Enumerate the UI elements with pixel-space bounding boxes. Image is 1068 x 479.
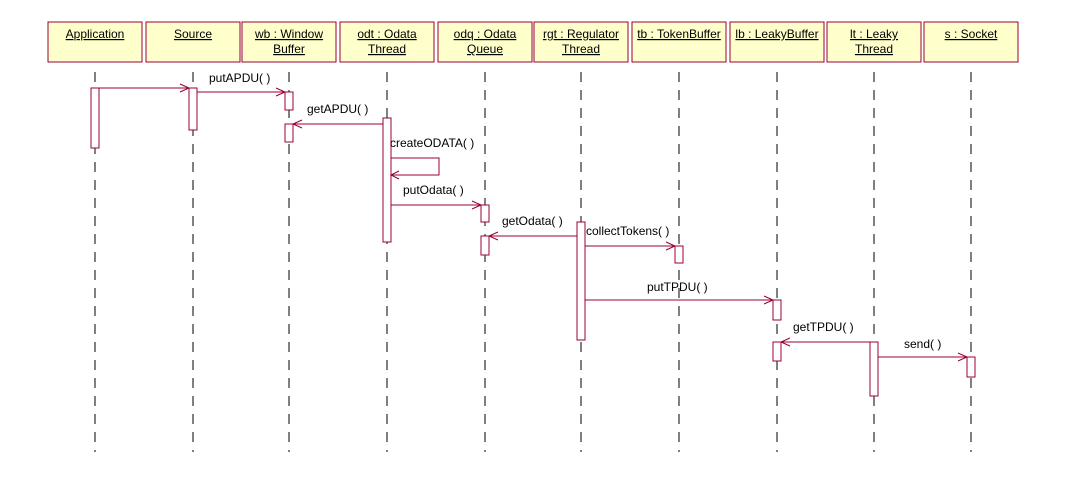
object-label: lt : Leaky <box>850 27 898 41</box>
arrow-head <box>275 87 287 97</box>
message-label: putTPDU( ) <box>647 280 708 294</box>
object-label: Application <box>66 27 125 41</box>
arrow-head <box>665 241 677 251</box>
object-label: tb : TokenBuffer <box>637 27 721 41</box>
object-label: wb : Window <box>254 27 323 41</box>
object-box <box>533 21 629 63</box>
message-label: createODATA( ) <box>390 136 474 150</box>
activation-bar <box>480 204 490 223</box>
activation-bar <box>576 221 586 341</box>
arrow-head <box>779 337 791 347</box>
object-label: Thread <box>368 42 406 56</box>
message-label: putOdata( ) <box>403 183 464 197</box>
message-label: getTPDU( ) <box>793 320 854 334</box>
arrow-head <box>487 231 499 241</box>
message-5: getOdata( ) <box>487 214 577 241</box>
arrow-head <box>471 200 483 210</box>
object-box <box>339 21 435 63</box>
object-label: lb : LeakyBuffer <box>735 27 818 41</box>
arrow-head <box>763 295 775 305</box>
object-box <box>729 21 825 63</box>
activation-bar <box>966 356 976 378</box>
activation-bar <box>772 341 782 362</box>
object-label: Thread <box>562 42 600 56</box>
arrow-head <box>957 352 969 362</box>
activation-bar <box>284 91 294 111</box>
object-box <box>631 21 727 63</box>
message-2: getAPDU( ) <box>291 102 383 129</box>
activation-bar <box>772 299 782 321</box>
message-1: putAPDU( ) <box>197 71 287 97</box>
message-3: createODATA( ) <box>389 136 474 180</box>
activation-bar <box>674 245 684 264</box>
message-label: send( ) <box>904 337 941 351</box>
activation-bar <box>90 87 100 149</box>
message-label: putAPDU( ) <box>209 71 270 85</box>
object-label: s : Socket <box>945 27 998 41</box>
message-label: getAPDU( ) <box>307 102 368 116</box>
arrow-head <box>291 119 303 129</box>
activation-bar <box>869 341 879 397</box>
message-7: putTPDU( ) <box>585 280 775 305</box>
message-label: getOdata( ) <box>502 214 563 228</box>
activation-bar <box>480 235 490 256</box>
message-4: putOdata( ) <box>391 183 483 210</box>
object-label: odq : Odata <box>454 27 517 41</box>
object-label: Buffer <box>273 42 305 56</box>
object-box <box>241 21 337 63</box>
message-9: send( ) <box>878 337 969 362</box>
arrow-head <box>389 170 400 180</box>
message-6: collectTokens( ) <box>585 224 677 251</box>
object-label: Source <box>174 27 212 41</box>
object-box <box>826 21 922 63</box>
object-src[interactable]: Source <box>145 21 241 63</box>
object-box <box>145 21 241 63</box>
object-app[interactable]: Application <box>47 21 143 63</box>
object-box <box>437 21 533 63</box>
object-box <box>923 21 1019 63</box>
activation-bar <box>188 87 198 131</box>
object-label: rgt : Regulator <box>543 27 619 41</box>
object-s[interactable]: s : Socket <box>923 21 1019 63</box>
object-label: Queue <box>467 42 503 56</box>
message-arrow <box>391 157 440 176</box>
message-0 <box>99 83 191 93</box>
object-lb[interactable]: lb : LeakyBuffer <box>729 21 825 63</box>
activation-bar <box>382 117 392 243</box>
object-box <box>47 21 143 63</box>
message-8: getTPDU( ) <box>779 320 870 347</box>
object-label: Thread <box>855 42 893 56</box>
message-label: collectTokens( ) <box>586 224 669 238</box>
arrow-head <box>179 83 191 93</box>
object-tb[interactable]: tb : TokenBuffer <box>631 21 727 63</box>
activation-bar <box>284 123 294 143</box>
object-label: odt : Odata <box>357 27 417 41</box>
